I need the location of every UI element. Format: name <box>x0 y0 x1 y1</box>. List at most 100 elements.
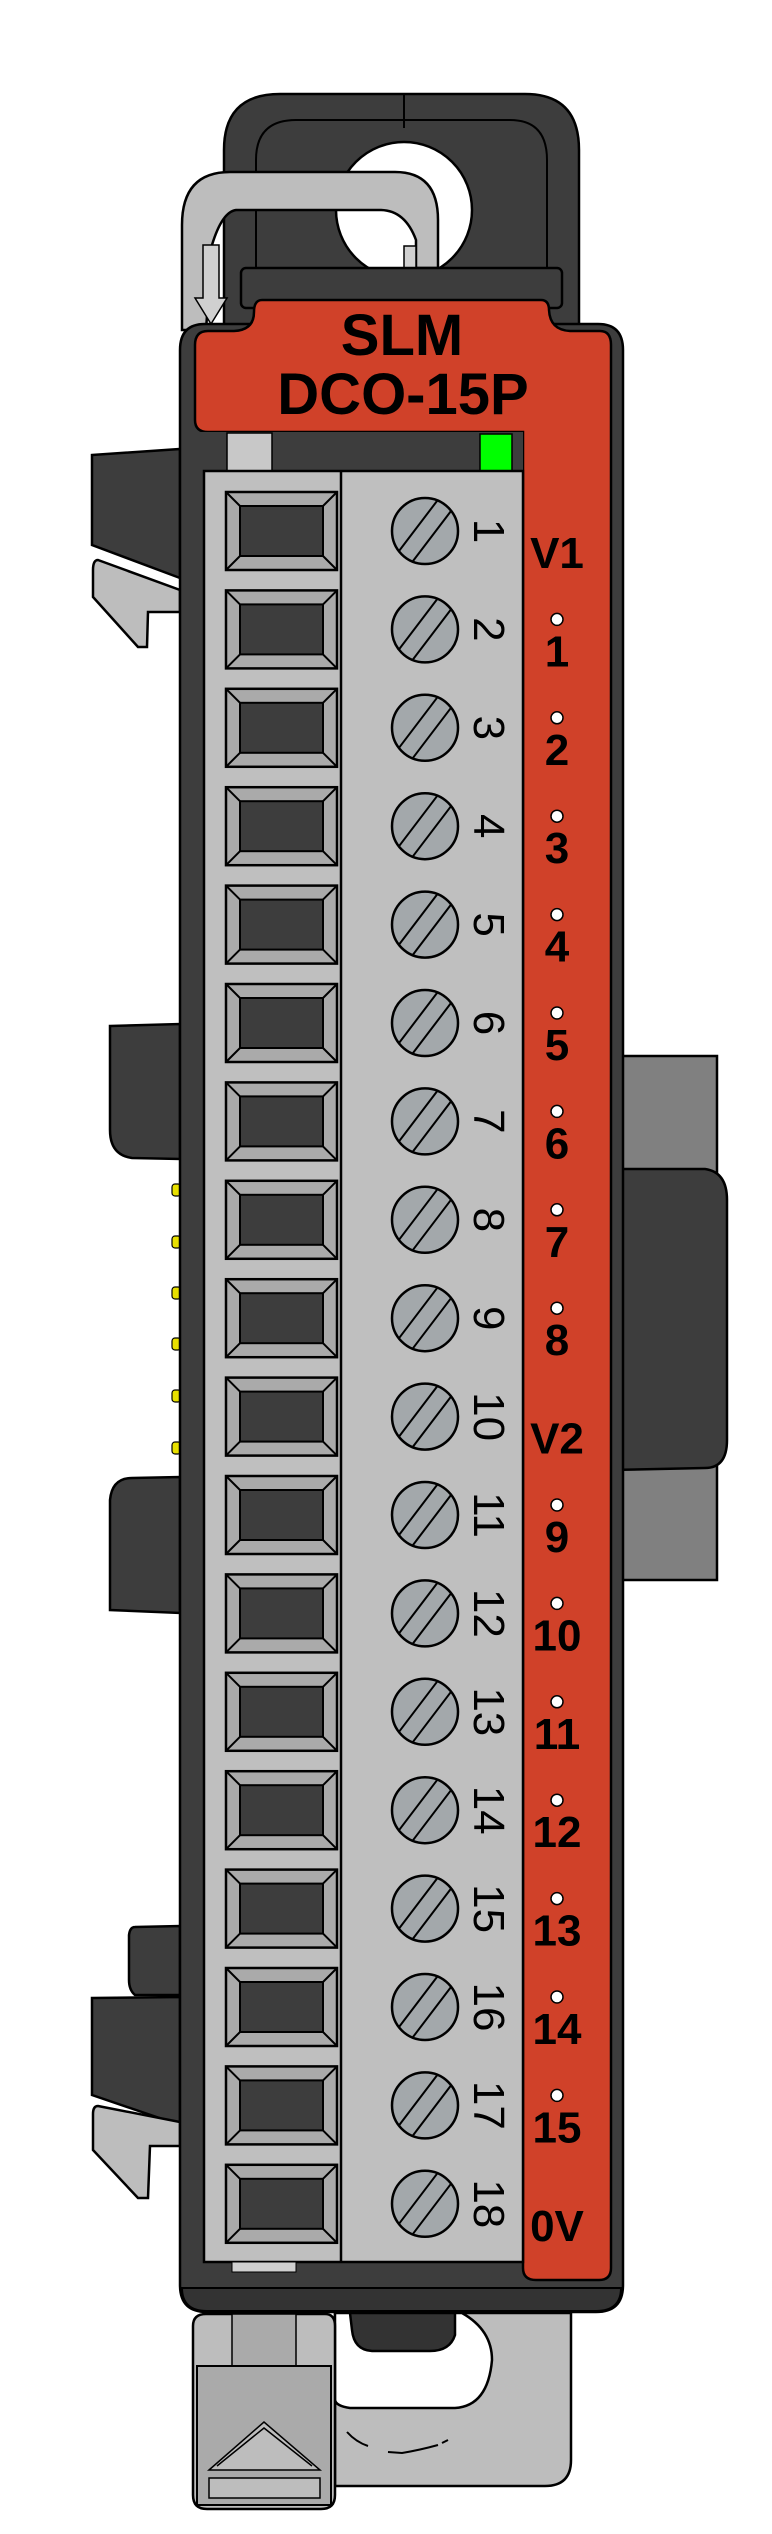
led-indicator <box>550 711 564 725</box>
screw-icon[interactable] <box>390 791 460 861</box>
brand-label: SLM <box>341 303 463 368</box>
top-release-handle[interactable] <box>180 170 440 332</box>
push-release-button[interactable] <box>224 2163 339 2245</box>
channel-label: 1 <box>545 627 569 676</box>
terminal-row: 12 10 <box>224 1573 582 1660</box>
screw-icon[interactable] <box>390 2071 460 2140</box>
push-release-button[interactable] <box>224 1376 339 1457</box>
led-indicator <box>550 1990 564 2004</box>
screw-icon[interactable] <box>390 693 460 763</box>
screw-icon[interactable] <box>390 1775 460 1845</box>
screw-icon[interactable] <box>390 1382 460 1451</box>
push-release-button[interactable] <box>224 589 339 670</box>
terminal-number: 15 <box>464 1884 513 1933</box>
screw-icon[interactable] <box>390 2169 460 2239</box>
screw-icon[interactable] <box>390 1677 460 1747</box>
channel-label: 7 <box>545 1218 569 1267</box>
channel-label: V2 <box>530 1415 584 1464</box>
terminal-number: 6 <box>464 1011 513 1035</box>
channel-label: 2 <box>545 726 569 775</box>
led-indicator <box>550 809 564 823</box>
terminal-row: 14 12 <box>224 1769 582 1857</box>
screw-icon[interactable] <box>390 1087 460 1156</box>
push-release-button[interactable] <box>224 1277 339 1359</box>
status-led <box>479 433 513 473</box>
screw-icon[interactable] <box>390 988 460 1058</box>
led-indicator <box>550 2088 564 2103</box>
terminal-number: 11 <box>464 1492 513 1538</box>
led-indicator <box>550 612 564 627</box>
terminal-number: 18 <box>464 2179 513 2228</box>
screw-icon[interactable] <box>390 1874 460 1943</box>
terminal-number: 7 <box>464 1109 513 1133</box>
push-release-button[interactable] <box>224 982 339 1064</box>
screw-icon[interactable] <box>390 1579 460 1648</box>
push-release-button[interactable] <box>224 490 339 572</box>
screw-icon[interactable] <box>390 1185 460 1255</box>
push-release-button[interactable] <box>224 1179 339 1261</box>
terminal-number: 14 <box>464 1786 513 1835</box>
terminal-number: 9 <box>464 1306 513 1330</box>
channel-label: 12 <box>533 1808 582 1857</box>
left-bottom-clip <box>90 1924 182 2200</box>
push-release-button[interactable] <box>224 1081 339 1162</box>
push-release-button[interactable] <box>224 1966 339 2048</box>
left-mid-clip-lower <box>108 1475 182 1615</box>
terminal-number: 4 <box>464 814 513 838</box>
channel-label: 11 <box>534 1710 581 1759</box>
push-release-button[interactable] <box>224 1671 339 1753</box>
screw-icon[interactable] <box>390 1283 460 1353</box>
left-top-clip <box>90 447 182 649</box>
model-label: DCO-15P <box>277 362 528 427</box>
bottom-release-latch[interactable] <box>191 2312 337 2511</box>
screw-icon[interactable] <box>390 595 460 664</box>
push-release-button[interactable] <box>224 1868 339 1949</box>
label-plate <box>193 298 613 2282</box>
terminal-number: 1 <box>464 519 513 543</box>
down-arrow-icon <box>193 244 229 326</box>
screw-icon[interactable] <box>390 496 460 566</box>
led-indicator <box>550 1006 564 1020</box>
left-mid-clip-upper <box>108 1022 182 1161</box>
up-arrow-icon <box>207 2421 323 2471</box>
push-release-button[interactable] <box>224 785 339 867</box>
screw-icon[interactable] <box>390 890 460 959</box>
screw-icon[interactable] <box>390 1972 460 2042</box>
terminal-number: 3 <box>464 716 513 740</box>
led-indicator <box>550 1596 564 1611</box>
push-release-button[interactable] <box>224 1474 339 1556</box>
bottom-din-bracket <box>333 2311 573 2488</box>
push-release-button[interactable] <box>224 884 339 965</box>
channel-label: 15 <box>533 2103 582 2152</box>
led-indicator <box>550 1301 564 1315</box>
led-indicator <box>550 1891 564 1906</box>
channel-label: 8 <box>545 1316 569 1365</box>
push-release-button[interactable] <box>224 687 339 769</box>
push-release-button[interactable] <box>224 2065 339 2146</box>
terminal-number: 12 <box>464 1589 513 1638</box>
push-release-button[interactable] <box>224 1573 339 1654</box>
channel-label: 9 <box>545 1513 569 1562</box>
push-release-button[interactable] <box>224 1769 339 1851</box>
terminal-number: 17 <box>464 2081 513 2130</box>
terminal-row: 1 V1 <box>224 490 584 578</box>
right-din-bracket <box>608 1054 729 1582</box>
terminal-number: 16 <box>464 1983 513 2032</box>
channel-label: 10 <box>533 1611 582 1660</box>
terminal-row: 11 9 <box>224 1474 569 1562</box>
channel-label: V1 <box>530 529 584 578</box>
led-indicator <box>550 1498 564 1512</box>
screw-icon[interactable] <box>390 1480 460 1550</box>
